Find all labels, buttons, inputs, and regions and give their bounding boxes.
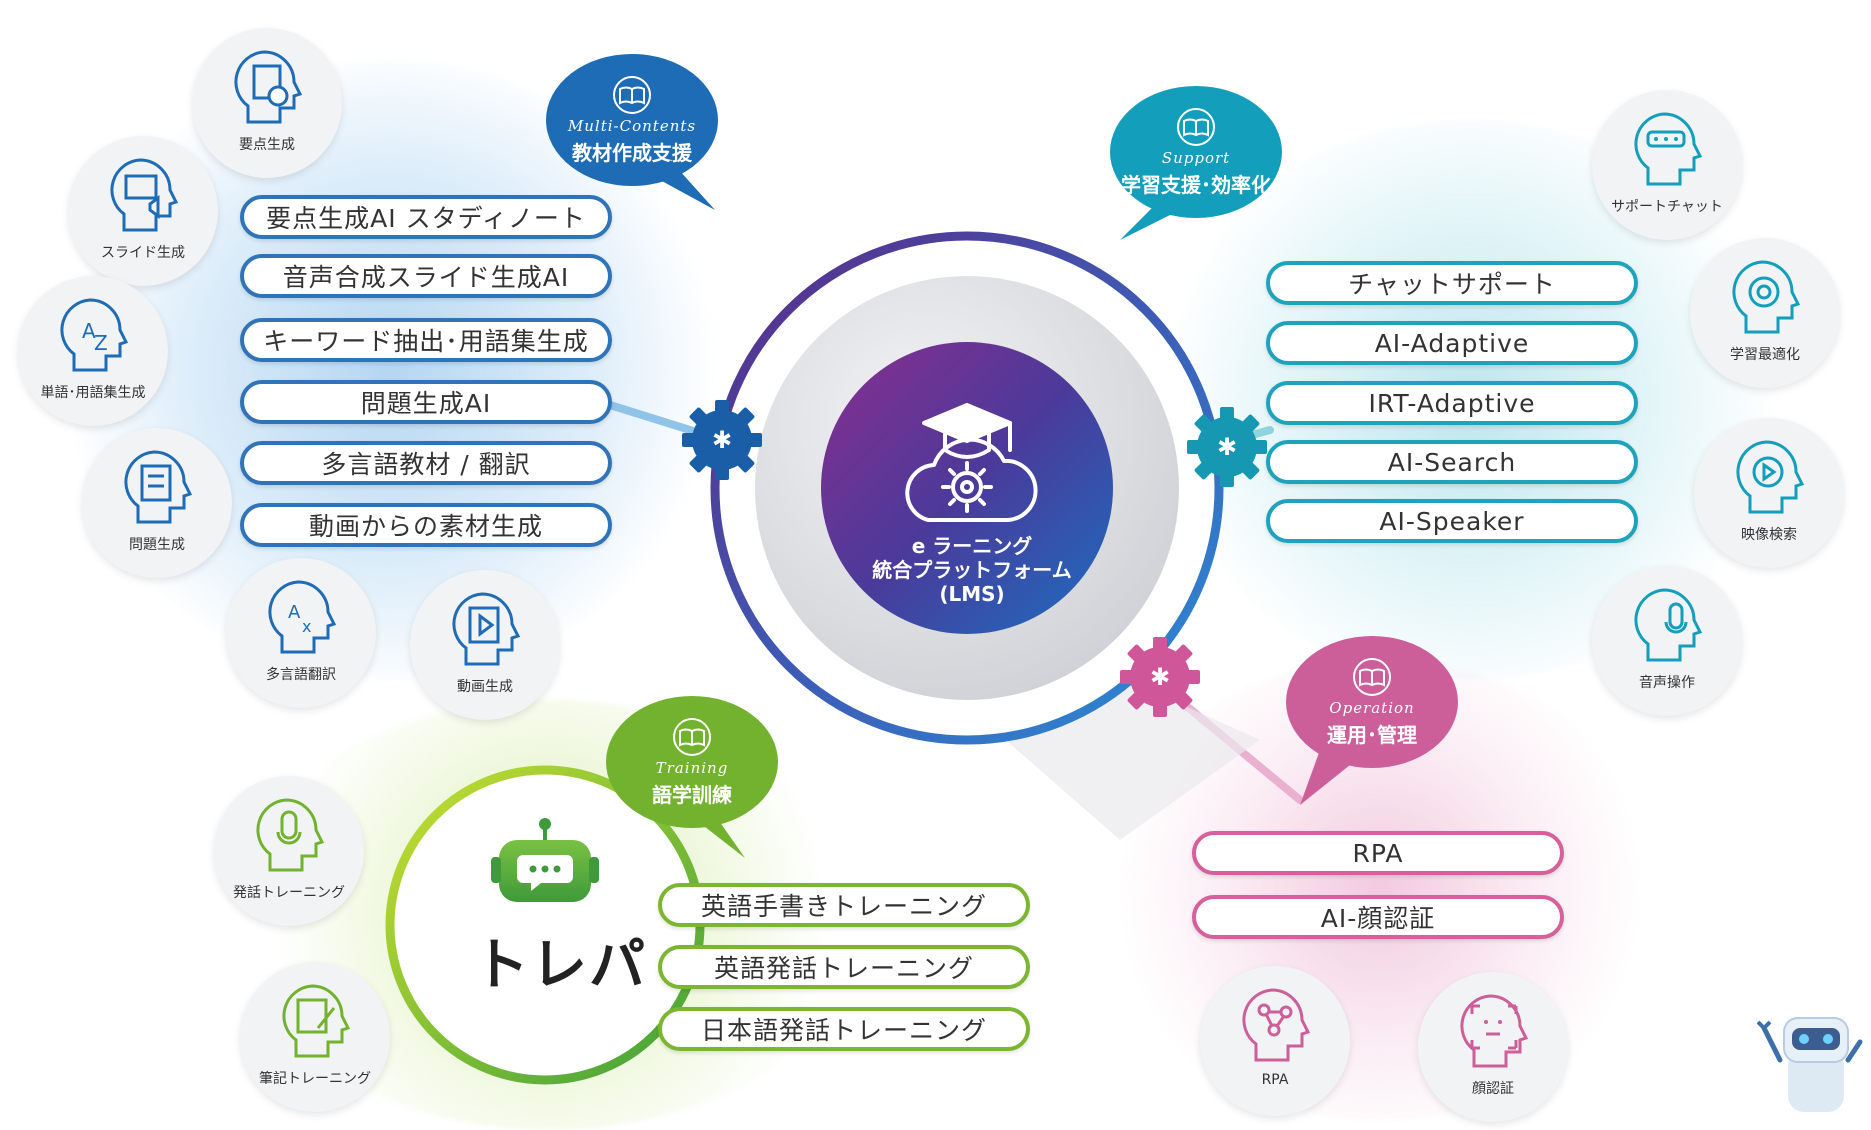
gear-operation-icon: ✱ — [1120, 637, 1200, 717]
head-microphone-icon — [246, 792, 332, 878]
icon-caption: RPA — [1262, 1072, 1289, 1088]
lms-line1: e ラーニング — [822, 534, 1122, 558]
icon-caption: 動画生成 — [457, 676, 513, 696]
lms-line2: 統合プラットフォーム — [822, 558, 1122, 582]
operation-pill: AI-顔認証 — [1192, 895, 1564, 939]
head-play-icon — [1726, 434, 1812, 520]
icon-caption: 発話トレーニング — [233, 882, 345, 902]
support-pill: AI-Speaker — [1266, 499, 1638, 543]
operation-bubble: Operation 運用･管理 — [1286, 636, 1458, 768]
training-title-jp: 語学訓練 — [652, 779, 732, 808]
svg-text:Z: Z — [94, 331, 108, 355]
icon-caption: 筆記トレーニング — [259, 1068, 371, 1088]
support-pill: チャットサポート — [1266, 261, 1638, 305]
svg-text:✱: ✱ — [712, 426, 732, 454]
icon-caption: サポートチャット — [1611, 196, 1723, 216]
open-book-icon — [1171, 107, 1221, 147]
head-chat-icon — [1624, 106, 1710, 192]
operation-bubble-tail — [1300, 750, 1360, 810]
head-video-icon — [442, 586, 528, 672]
head-slide-speaker-icon — [100, 152, 186, 238]
operation-title-en: Operation — [1329, 699, 1414, 717]
operation-pill: RPA — [1192, 831, 1564, 875]
icon-caption: 顔認証 — [1472, 1078, 1514, 1098]
multi-pill: 音声合成スライド生成AI — [240, 254, 612, 298]
head-network-icon — [1232, 982, 1318, 1068]
gear-multi-icon: ✱ — [682, 400, 762, 480]
multi-title-en: Multi-Contents — [568, 117, 696, 135]
head-target-icon — [1722, 254, 1808, 340]
robot-mascot-icon — [1758, 1018, 1860, 1112]
icon-circle: スライド生成 — [68, 136, 218, 286]
support-pill: AI-Search — [1266, 440, 1638, 484]
icon-caption: 学習最適化 — [1730, 344, 1800, 364]
icon-circle: 要点生成 — [192, 28, 342, 178]
book-icon — [607, 75, 657, 115]
translate-book-icon — [667, 717, 717, 757]
multi-pill: 多言語教材 / 翻訳 — [240, 441, 612, 485]
icon-caption: 要点生成 — [239, 134, 295, 154]
svg-text:✱: ✱ — [1217, 433, 1237, 461]
icon-circle: 音声操作 — [1592, 566, 1742, 716]
multi-pill: 問題生成AI — [240, 380, 612, 424]
icon-caption: 単語･用語集生成 — [41, 382, 146, 402]
svg-text:✱: ✱ — [1150, 663, 1170, 691]
icon-circle: 問題生成 — [82, 428, 232, 578]
icon-circle: 顔認証 — [1418, 972, 1568, 1122]
gear-support-icon: ✱ — [1187, 407, 1267, 487]
support-pill: IRT-Adaptive — [1266, 381, 1638, 425]
head-microphone-icon — [1624, 582, 1710, 668]
multi-pill: 要点生成AI スタディノート — [240, 195, 612, 239]
operation-title-jp: 運用･管理 — [1327, 719, 1417, 748]
icon-circle: 動画生成 — [410, 570, 560, 720]
training-pill: 英語発話トレーニング — [658, 945, 1030, 989]
support-pill: AI-Adaptive — [1266, 321, 1638, 365]
head-az-icon: AZ — [50, 292, 136, 378]
head-writing-icon — [272, 978, 358, 1064]
training-pill: 英語手書きトレーニング — [658, 883, 1030, 927]
gear-book-icon — [1347, 657, 1397, 697]
multi-pill: 動画からの素材生成 — [240, 503, 612, 547]
icon-circle: 映像検索 — [1694, 418, 1844, 568]
head-checklist-icon — [114, 444, 200, 530]
icon-caption: 多言語翻訳 — [266, 664, 336, 684]
training-title-en: Training — [656, 759, 729, 777]
svg-text:A: A — [288, 602, 301, 623]
icon-caption: 音声操作 — [1639, 672, 1695, 692]
lms-line3: (LMS) — [822, 582, 1122, 606]
multi-pill: キーワード抽出･用語集生成 — [240, 318, 612, 362]
icon-circle: 学習最適化 — [1690, 238, 1840, 388]
trepa-logo-text: トレパ — [470, 920, 650, 1001]
head-face-scan-icon — [1450, 988, 1536, 1074]
icon-caption: 映像検索 — [1741, 524, 1797, 544]
svg-text:x: x — [302, 617, 311, 636]
training-pill: 日本語発話トレーニング — [658, 1007, 1030, 1051]
lms-center-label: e ラーニング 統合プラットフォーム (LMS) — [822, 534, 1122, 606]
icon-circle: サポートチャット — [1592, 90, 1742, 240]
icon-caption: 問題生成 — [129, 534, 185, 554]
training-bubble-tail — [700, 808, 760, 868]
icon-circle: 発話トレーニング — [214, 776, 364, 926]
icon-circle: 筆記トレーニング — [240, 962, 390, 1112]
support-bubble-tail — [1120, 190, 1180, 250]
head-translate-icon: Ax — [258, 574, 344, 660]
multi-bubble-tail — [660, 160, 720, 220]
icon-caption: スライド生成 — [101, 242, 185, 262]
icon-circle: RPA — [1200, 966, 1350, 1116]
head-document-check-icon — [224, 44, 310, 130]
support-title-en: Support — [1162, 149, 1230, 167]
